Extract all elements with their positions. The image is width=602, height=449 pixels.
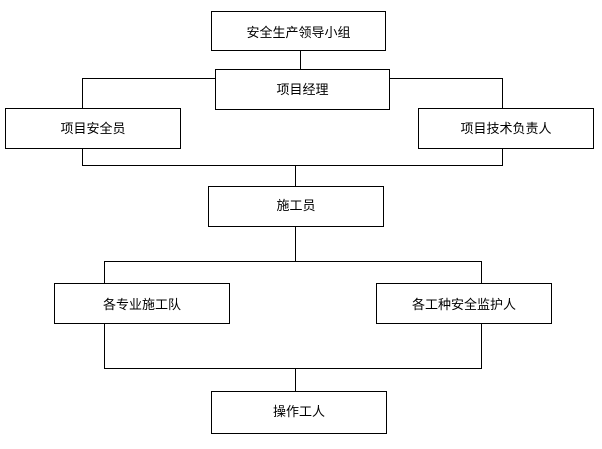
connector-to-safety-supervisors <box>481 261 482 283</box>
connector-manager-right-branch <box>390 78 502 79</box>
connector-construction-officer-down <box>295 226 296 261</box>
connector-to-specialized-teams <box>104 261 105 283</box>
connector-leadership-manager <box>300 50 301 70</box>
node-project-technical-lead: 项目技术负责人 <box>418 108 594 149</box>
connector-to-operating-workers <box>295 368 296 391</box>
connector-safety-supervisors-bottom <box>481 323 482 368</box>
connector-right-branch-down <box>502 78 503 108</box>
connector-middle-bus <box>82 165 503 166</box>
node-label: 项目安全员 <box>60 122 126 137</box>
node-project-safety-officer: 项目安全员 <box>5 108 181 149</box>
connector-specialized-teams-bottom <box>104 323 105 368</box>
connector-bus-to-construction-officer <box>295 165 296 186</box>
node-construction-officer: 施工员 <box>208 186 384 227</box>
node-specialized-teams: 各专业施工队 <box>54 283 230 324</box>
node-project-manager: 项目经理 <box>215 69 390 110</box>
node-safety-leadership-group: 安全生产领导小组 <box>211 11 386 51</box>
node-label: 各专业施工队 <box>102 298 181 313</box>
node-label: 项目经理 <box>276 83 329 98</box>
connector-safety-officer-bottom <box>82 148 83 165</box>
connector-manager-left-branch <box>82 78 215 79</box>
connector-teams-bus <box>104 261 482 262</box>
node-label: 项目技术负责人 <box>460 122 552 137</box>
connector-technical-lead-bottom <box>502 148 503 165</box>
node-operating-workers: 操作工人 <box>211 391 387 434</box>
connector-left-branch-down <box>82 78 83 108</box>
connector-workers-bus <box>104 368 482 369</box>
node-trade-safety-supervisors: 各工种安全监护人 <box>376 283 552 324</box>
node-label: 各工种安全监护人 <box>411 298 516 313</box>
node-label: 施工员 <box>276 199 316 214</box>
node-label: 安全生产领导小组 <box>246 25 351 41</box>
node-label: 操作工人 <box>272 405 325 420</box>
